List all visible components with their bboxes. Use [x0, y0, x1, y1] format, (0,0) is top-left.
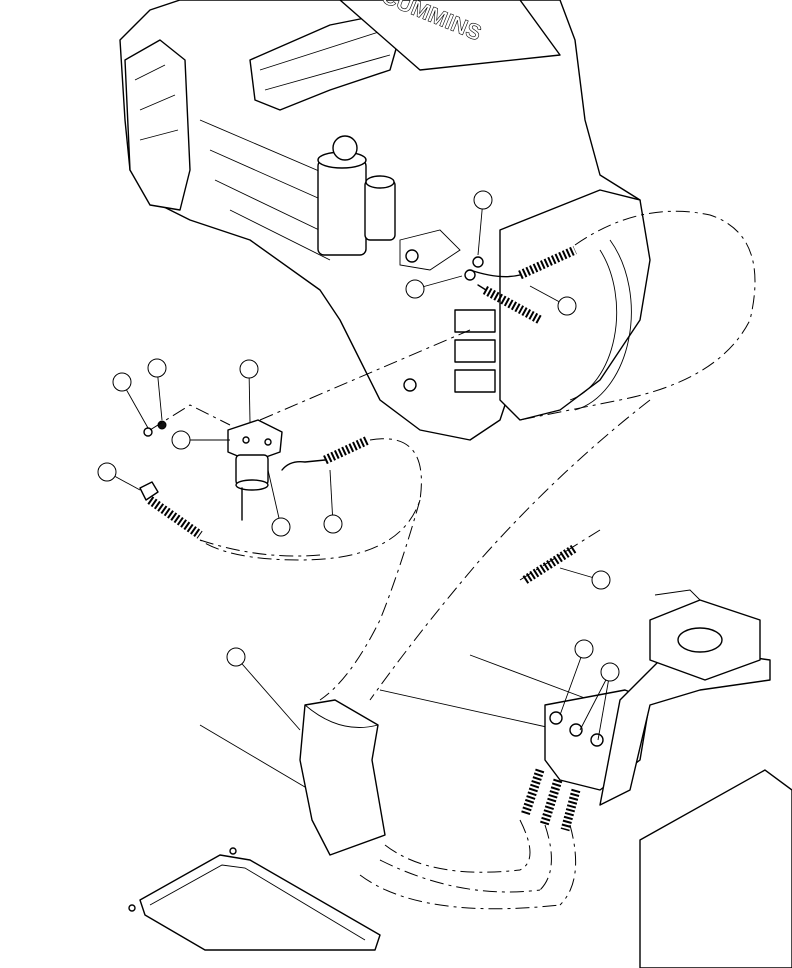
- callout-bubble: [171, 430, 191, 450]
- fuel-tank-area: [128, 544, 792, 968]
- callout-bubble: [97, 462, 117, 482]
- engine-assembly: CUMMINS: [119, 0, 651, 441]
- callout-bubble: [557, 296, 577, 316]
- callout-bubble: [473, 190, 493, 210]
- callout-bubble: [271, 517, 291, 537]
- routing-lines: [149, 210, 756, 910]
- callout-bubble: [147, 358, 167, 378]
- callout-bubble: [574, 639, 594, 659]
- callout-bubble: [226, 647, 246, 667]
- callout-bubble: [405, 279, 425, 299]
- callout-bubble: [112, 372, 132, 392]
- callout-bubble: [323, 514, 343, 534]
- callout-bubble: [600, 662, 620, 682]
- callout-bubbles: [97, 190, 620, 682]
- callout-bubble: [591, 570, 611, 590]
- callout-bubble: [239, 359, 259, 379]
